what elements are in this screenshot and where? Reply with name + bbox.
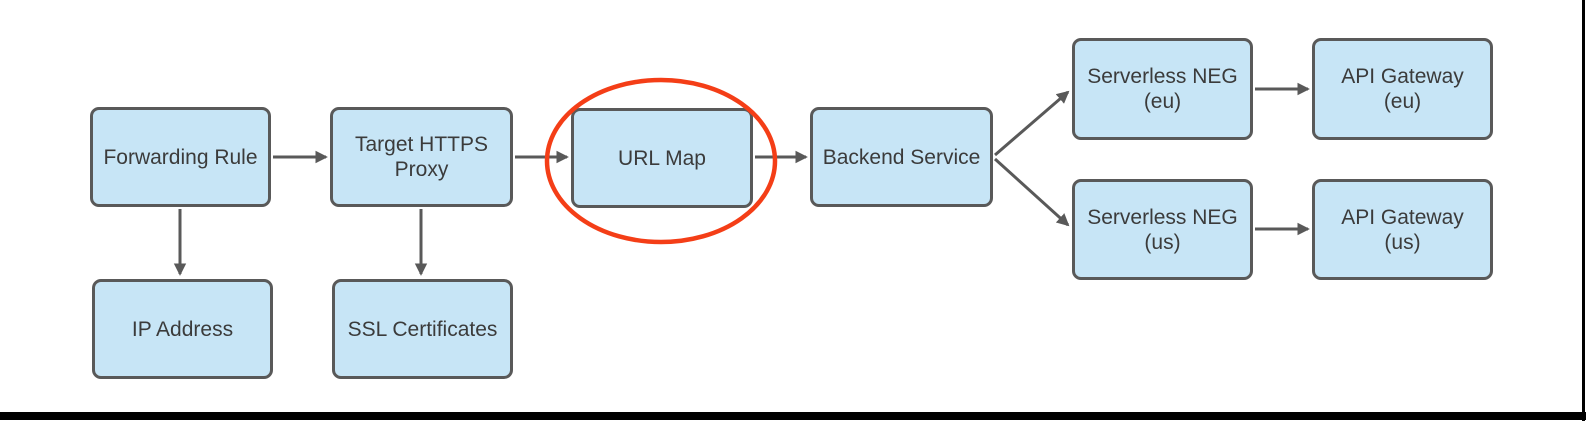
node-serverless-neg-us-label: Serverless NEG (us) — [1087, 205, 1238, 254]
node-target-https-proxy-label: Target HTTPS Proxy — [354, 133, 489, 181]
node-forwarding-rule-label: Forwarding Rule — [103, 145, 258, 169]
node-url-map-label: URL Map — [618, 146, 706, 170]
node-api-gateway-us-label: API Gateway (us) — [1341, 205, 1464, 254]
node-forwarding-rule: Forwarding Rule — [90, 107, 271, 207]
node-serverless-neg-eu-label: Serverless NEG (eu) — [1087, 65, 1238, 113]
frame-right-edge — [1582, 0, 1585, 421]
node-api-gateway-us: API Gateway (us) — [1312, 179, 1493, 280]
edge-backend-service-to-serverless-neg-eu — [994, 90, 1070, 157]
node-ip-address: IP Address — [92, 279, 273, 379]
node-api-gateway-eu-label: API Gateway (eu) — [1341, 65, 1464, 113]
node-api-gateway-eu: API Gateway (eu) — [1312, 38, 1493, 140]
node-ip-address-label: IP Address — [131, 317, 234, 341]
frame-bottom-edge — [0, 412, 1586, 420]
node-backend-service-label: Backend Service — [822, 145, 981, 169]
node-ssl-certificates-label: SSL Certificates — [347, 317, 498, 341]
edge-backend-service-to-serverless-neg-us — [993, 157, 1070, 227]
node-serverless-neg-us: Serverless NEG (us) — [1072, 179, 1253, 280]
node-backend-service: Backend Service — [810, 107, 993, 207]
node-ssl-certificates: SSL Certificates — [332, 279, 513, 379]
node-target-https-proxy: Target HTTPS Proxy — [330, 107, 513, 207]
node-serverless-neg-eu: Serverless NEG (eu) — [1072, 38, 1253, 140]
node-url-map: URL Map — [571, 108, 753, 208]
